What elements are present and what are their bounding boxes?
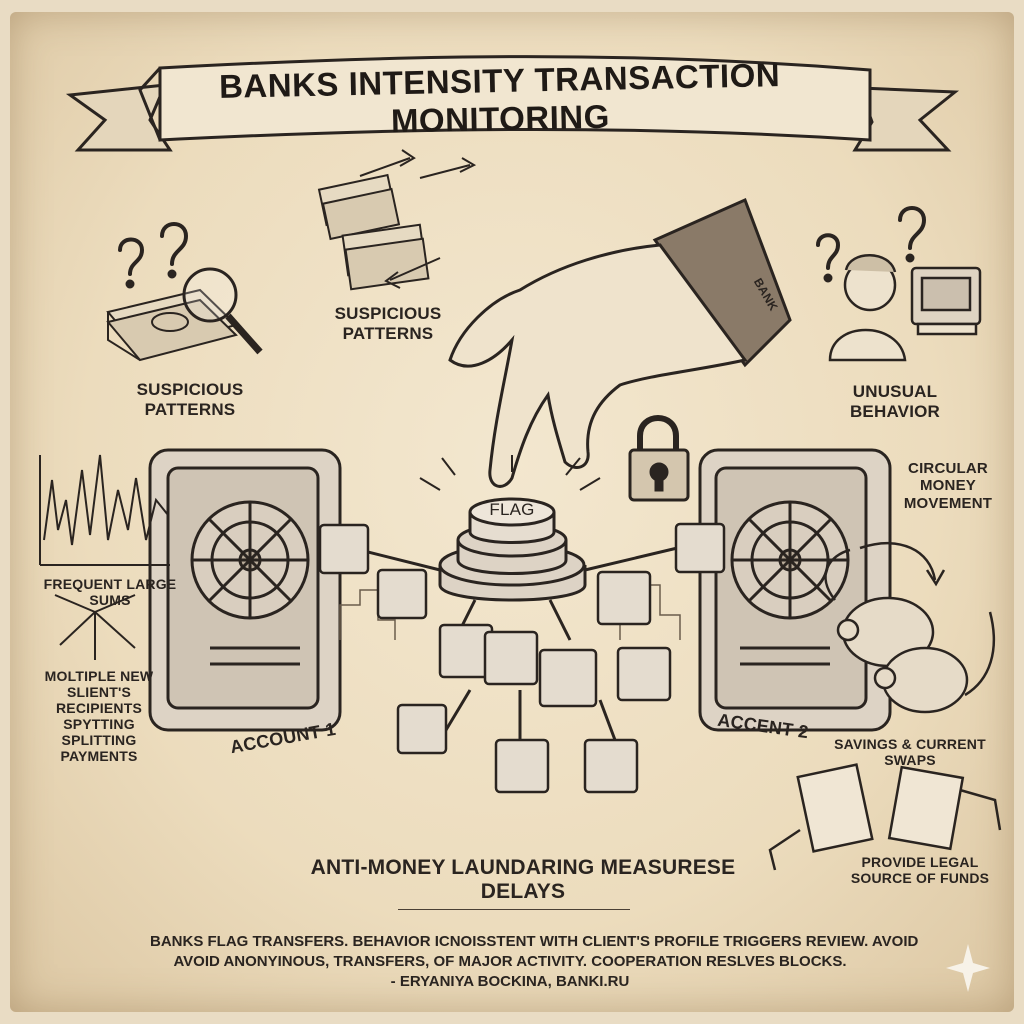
document-icon: [768, 763, 1002, 871]
piggy-bank-icon: [836, 596, 969, 714]
label-suspicious-patterns-center: SUSPICIOUS PATTERNS: [318, 304, 458, 343]
label-line: SPYTTING: [63, 716, 135, 733]
label-line: SPLITTING PAYMENTS: [60, 732, 138, 765]
label-aml-delays: ANTI-MONEY LAUNDARING MEASURESE DELAYS: [310, 856, 736, 904]
cash-stacks-center: [317, 149, 477, 291]
caption-line: AVOID ANONYINOUS, TRANSFERS, OF MAJOR AC…: [173, 952, 847, 970]
split-arrows-icon: [54, 594, 136, 660]
circular-arrows-icon: [824, 542, 996, 697]
label-line: SOURCE OF FUNDS: [850, 870, 990, 887]
page-title: BANKS INTENSITY TRANSACTION MONITORING: [218, 56, 781, 140]
question-mark-icon: [118, 222, 189, 289]
label-line: MONEY: [919, 477, 976, 495]
label-line: SLIENT'S RECIPIENTS: [55, 684, 142, 717]
caption-block: BANKS FLAG TRANSFERS. BEHAVIOR ICNOISSTE…: [150, 932, 919, 991]
vault-right: [698, 448, 892, 732]
label-multiple-recipients: MOLTIPLE NEW SLIENT'S RECIPIENTS SPYTTIN…: [24, 668, 174, 765]
label-line: PROVIDE LEGAL: [861, 854, 979, 870]
chain-block-icon: [318, 522, 726, 794]
label-suspicious-patterns-left: SUSPICIOUS PATTERNS: [136, 380, 244, 419]
caption-line: - ERYANIYA BOCKINA, BANKI.RU: [390, 972, 630, 990]
flag-button-icon: [438, 497, 587, 602]
label-circular-money: CIRCULAR MONEY MOVEMENT: [898, 460, 998, 512]
flag-rays: [419, 455, 601, 491]
caption-line: BANKS FLAG TRANSFERS. BEHAVIOR ICNOISSTE…: [150, 933, 919, 950]
label-unusual-behavior: UNUSUAL BEHAVIOR: [849, 382, 941, 421]
label-line: MOVEMENT: [903, 494, 993, 512]
label-provide-legal: PROVIDE LEGAL SOURCE OF FUNDS: [840, 854, 1000, 886]
padlock-icon: [628, 415, 690, 502]
line-chart-icon: [39, 454, 170, 566]
title-banner: [65, 55, 960, 152]
label-line: PATTERNS: [342, 323, 434, 343]
label-line: MOLTIPLE NEW: [44, 668, 154, 684]
label-savings-swaps: SAVINGS & CURRENT SWAPS: [834, 736, 986, 769]
question-mark-icon-right: [816, 206, 927, 283]
divider: [398, 909, 630, 910]
magnifier-icon: [182, 267, 263, 355]
person-at-computer-icon: [828, 254, 982, 362]
hand-icon: [448, 197, 792, 488]
label-flag-button: FLAG: [489, 500, 535, 519]
label-line: SUSPICIOUS: [334, 304, 442, 323]
label-line: CIRCULAR: [908, 460, 988, 477]
label-frequent-large-sums: FREQUENT LARGE SUMS: [43, 576, 177, 609]
sparkle-icon: [946, 944, 990, 992]
vault-left: [148, 448, 342, 732]
